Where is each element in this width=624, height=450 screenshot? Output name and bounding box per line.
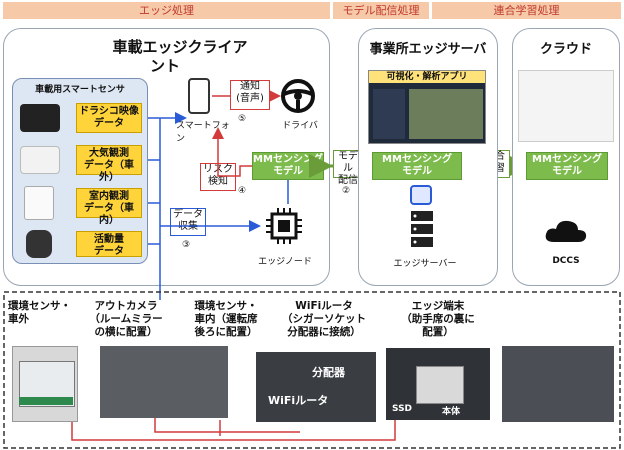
sensor-label-room: 室内観測 データ（車内） (76, 188, 142, 226)
app-map (409, 89, 483, 139)
caption-env-sensor-inside-line2: 車内（運転席 (194, 313, 258, 325)
caption-edge-terminal-line1: エッジ端末 (411, 300, 465, 312)
body-label: 本体 (442, 407, 461, 417)
caption-edge-terminal-line3: 配置） (422, 326, 454, 338)
caption-out-camera: アウトカメラ （ルームミラー の横に配置） (78, 300, 174, 339)
seat-photo (502, 346, 614, 422)
smartphone-label: スマートフォン (176, 121, 230, 144)
model-distribution-line2: 配信 (338, 175, 358, 186)
dashcam-image (20, 104, 60, 132)
air-sensor-image (20, 146, 60, 174)
wifi-router-photo: 分配器 WiFiルータ (256, 352, 376, 422)
sensor-label-air-line2: データ（車外） (84, 160, 134, 183)
smartphone-icon (188, 78, 210, 114)
room-sensor-image (24, 186, 54, 220)
header-edge: エッジ処理 (3, 2, 330, 19)
edge-terminal-photo: SSD 本体 (386, 348, 490, 420)
edge-node-label: エッジノード (258, 257, 312, 267)
header-model-distribution: モデル配信処理 (333, 2, 429, 19)
office-mm-model-line1: MMセンシング (382, 154, 452, 165)
sensor-label-air-line1: 大気観測 (89, 148, 129, 159)
driver-label: ドライバ (282, 121, 318, 131)
sensor-label-room-line2: データ（車内） (84, 203, 134, 226)
cloud-title: クラウド (539, 42, 592, 57)
caption-wifi-router-line2: （シガーソケット (282, 313, 366, 325)
splitter-label: 分配器 (312, 366, 345, 379)
step-4: ④ (238, 186, 247, 196)
caption-wifi-router-line3: 分配器に接続） (287, 326, 361, 338)
header-federated-learning: 連合学習処理 (432, 2, 621, 19)
caption-env-sensor-outside-line2: 車外 (8, 313, 29, 325)
edge-client-title-line2: ント (150, 57, 181, 75)
sensor-label-activity: 活動量 データ (76, 231, 142, 257)
cabin-camera-photo (100, 346, 228, 418)
risk-detect-line2: 検知 (208, 176, 228, 187)
sensor-label-dashcam-line1: ドラシコ映像 (79, 106, 139, 117)
caption-wifi-router-line1: WiFiルータ (295, 300, 353, 312)
model-icon (410, 185, 432, 205)
notify-line1: 通知 (240, 81, 260, 92)
cloud-icon (545, 220, 587, 242)
office-mm-model: MMセンシング モデル (372, 152, 462, 180)
caption-env-sensor-outside-line1: 環境センサ・ (8, 300, 71, 312)
caption-out-camera-line3: の横に配置） (94, 326, 158, 338)
sensor-label-activity-line2: データ (94, 246, 124, 257)
caption-env-sensor-inside-line3: 後ろに配置） (194, 326, 258, 338)
model-distribution-line1: モデル (338, 151, 358, 174)
cloud-mm-model-line1: MMセンシング (532, 154, 602, 165)
office-server-title: 事業所エッジサーバ (369, 42, 487, 57)
edge-node-chip-icon (266, 208, 302, 244)
steering-wheel-icon (281, 79, 315, 113)
office-mm-model-line2: モデル (402, 166, 432, 177)
edge-server-label: エッジサーバー (393, 259, 457, 269)
caption-env-sensor-inside-line1: 環境センサ・ (194, 300, 258, 312)
terminal-device (416, 366, 464, 404)
sensor-label-dashcam: ドラシコ映像 データ (76, 103, 142, 133)
smart-sensor-title: 車載用スマートセンサ (35, 85, 125, 95)
server-icon (411, 211, 433, 247)
step-2: ② (342, 186, 351, 196)
caption-env-sensor-outside: 環境センサ・ 車外 (8, 300, 82, 326)
truck-photo (12, 346, 78, 422)
truck-stripe (19, 397, 73, 405)
step-5: ⑤ (238, 114, 247, 124)
cloud-mm-model: MMセンシング モデル (526, 152, 608, 180)
caption-env-sensor-inside: 環境センサ・ 車内（運転席 後ろに配置） (180, 300, 272, 339)
sensor-label-activity-line1: 活動量 (94, 234, 124, 245)
sensor-label-air: 大気観測 データ（車外） (76, 145, 142, 183)
caption-wifi-router: WiFiルータ （シガーソケット 分配器に接続） (272, 300, 376, 339)
sensor-label-room-line1: 室内観測 (89, 191, 129, 202)
app-title: 可視化・解析アプリ (369, 71, 485, 83)
caption-out-camera-line2: （ルームミラー (89, 313, 163, 325)
caption-edge-terminal: エッジ端末 （助手席の裏に 配置） (386, 300, 490, 339)
app-screenshot: 可視化・解析アプリ (368, 70, 486, 144)
ssd-label: SSD (392, 404, 413, 414)
dccs-label: DCCS (552, 256, 580, 266)
data-collect-line1: データ (173, 209, 203, 220)
client-mm-model-line2: モデル (273, 166, 303, 177)
smartwatch-image (26, 230, 52, 258)
notify-line2: (音声) (236, 93, 264, 104)
edge-client-title: 車載エッジクライア ント (90, 38, 270, 76)
caption-out-camera-line1: アウトカメラ (94, 300, 158, 312)
step-3: ③ (182, 240, 191, 250)
sensor-label-dashcam-line2: データ (94, 118, 124, 129)
cloud-diagram-thumbnail (518, 70, 614, 142)
router-label: WiFiルータ (268, 394, 329, 407)
app-chart (373, 89, 405, 139)
cloud-mm-model-line2: モデル (552, 166, 582, 177)
edge-client-title-line1: 車載エッジクライア (112, 38, 248, 56)
client-mm-model-line1: MMセンシング (253, 154, 323, 165)
caption-edge-terminal-line2: （助手席の裏に (401, 313, 475, 325)
